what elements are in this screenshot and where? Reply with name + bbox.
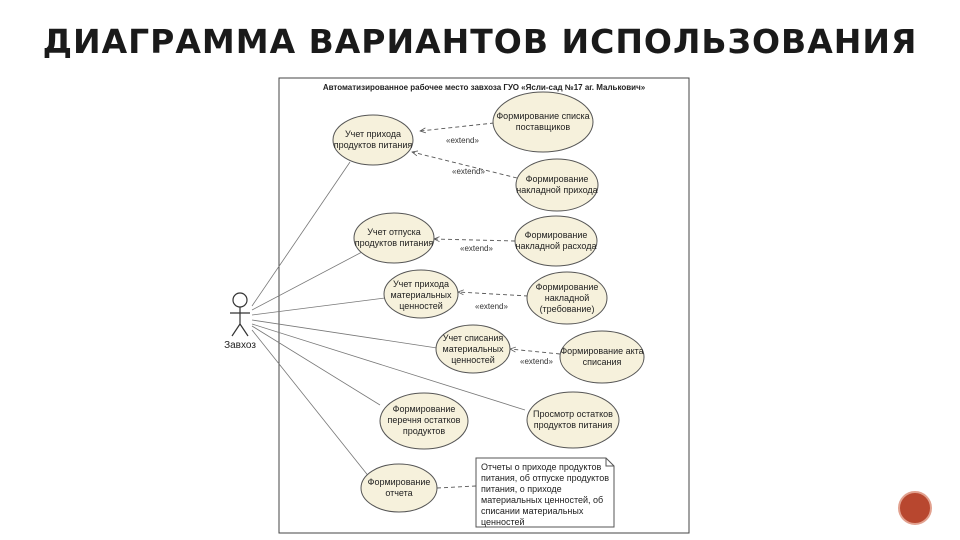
note-reports: Отчеты о приходе продуктов питания, об о…	[475, 457, 615, 528]
extend-label-4: «extend»	[475, 302, 508, 311]
extend-label-1: «extend»	[446, 136, 479, 145]
extend-label-5: «extend»	[520, 357, 553, 366]
system-boundary-title: Автоматизированное рабочее место завхоза…	[323, 83, 646, 92]
associations	[251, 161, 526, 479]
extend-edges	[412, 122, 561, 489]
edge-uc9-uc8	[510, 349, 561, 355]
slide-title: ДИАГРАММА ВАРИАНТОВ ИСПОЛЬЗОВАНИЯ	[42, 22, 918, 61]
edge-uc2-uc1	[420, 122, 495, 131]
edge-uc7-uc6	[458, 292, 529, 297]
page-number-badge	[898, 491, 932, 525]
extend-label-3: «extend»	[460, 244, 493, 253]
extend-label-2: «extend»	[452, 167, 485, 176]
svg-text:Отчеты о приходе продуктов: Отчеты о приходе продуктов питания, об о…	[481, 462, 612, 527]
actor-zavkhoz[interactable]: Завхоз	[224, 292, 256, 351]
actor-label: Завхоз	[224, 340, 256, 351]
